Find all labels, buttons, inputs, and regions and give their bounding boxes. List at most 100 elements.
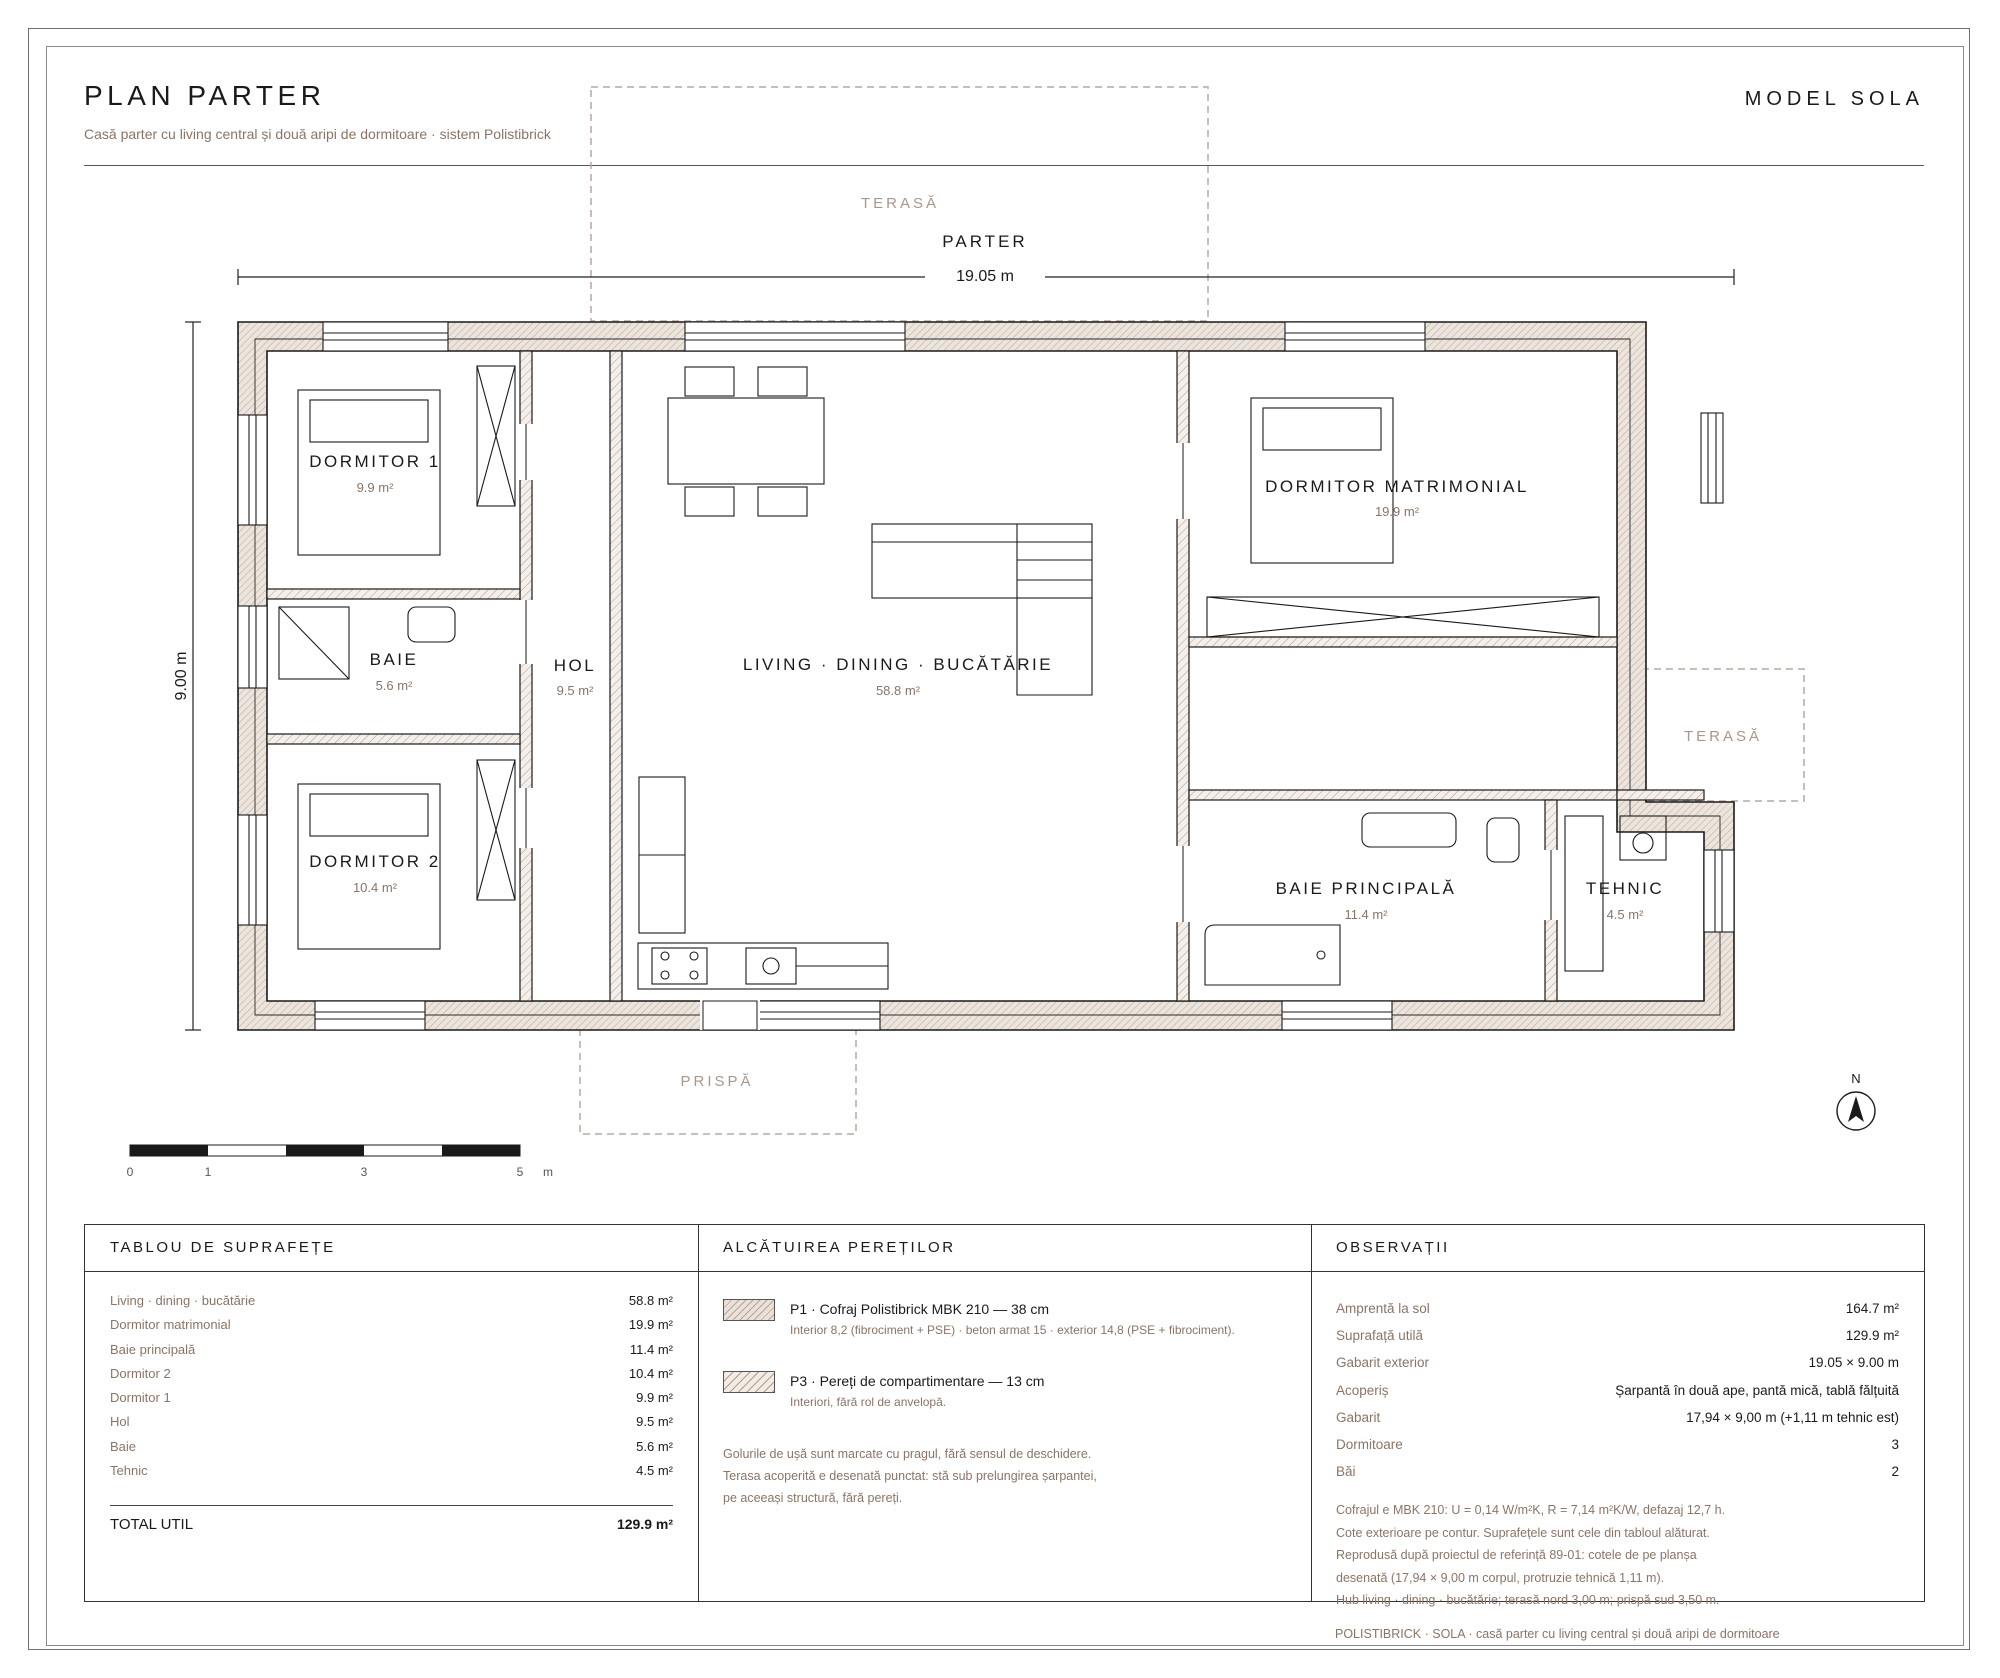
- walls-panel: ALCĂTUIREA PEREȚILOR P1 · Cofraj Polisti…: [698, 1225, 1312, 1601]
- total-value: 129.9 m²: [616, 1516, 673, 1532]
- sideboard: [638, 776, 686, 934]
- area-value: 9.5 m²: [636, 1414, 673, 1430]
- sheet-inner-frame: [46, 46, 1964, 1646]
- room-labels: DORMITOR 1 BAIE DORMITOR 2 HOL LIVING · …: [309, 452, 1664, 898]
- observations-heading: OBSERVAȚII: [1311, 1225, 1924, 1272]
- observation-row: Amprentă la sol 164.7 m²: [1336, 1295, 1899, 1322]
- area-name: Baie: [110, 1438, 137, 1454]
- room-area-dormitor-matrimonial: 19.9 m²: [1375, 504, 1420, 519]
- area-name: Dormitor 1: [110, 1390, 171, 1406]
- sink-baie: [407, 606, 456, 643]
- observation-key: Suprafață utilă: [1336, 1328, 1424, 1344]
- room-label-baie-principala: BAIE PRINCIPALĂ: [1276, 879, 1457, 898]
- area-name: Hol: [110, 1414, 130, 1430]
- width-dim-label: 19.05 m: [956, 268, 1014, 285]
- area-value: 4.5 m²: [636, 1463, 673, 1479]
- exterior-wall-core-line: [254, 338, 1721, 1016]
- area-row: Dormitor matrimonial 19.9 m²: [110, 1313, 673, 1337]
- area-value: 58.8 m²: [628, 1293, 673, 1308]
- wall-swatch-p3: [723, 1371, 775, 1393]
- observation-value: Șarpantă în două ape, pantă mică, tablă …: [1615, 1382, 1899, 1398]
- west-openings: [237, 414, 268, 926]
- room-label-baie: BAIE: [370, 650, 419, 669]
- sheet-outer-frame: [28, 28, 1970, 1650]
- area-value: 11.4 m²: [629, 1341, 673, 1357]
- room-area-living: 58.8 m²: [876, 683, 921, 698]
- north-label: N: [1851, 1071, 1860, 1086]
- room-area-baie-principala: 11.4 m²: [1344, 907, 1388, 922]
- room-area-baie: 5.6 m²: [376, 678, 414, 693]
- bed-dormitor-2: [297, 783, 441, 950]
- total-label: TOTAL UTIL: [110, 1516, 194, 1533]
- fixtures-baie-principala: [1204, 812, 1520, 986]
- scale-label-1: 1: [205, 1165, 212, 1179]
- observation-value: 129.9 m²: [1845, 1328, 1899, 1344]
- observation-row: Suprafață utilă 129.9 m²: [1336, 1322, 1899, 1349]
- wall-swatch-p1: [723, 1299, 775, 1321]
- walls-note-line: pe aceeași structură, fără pereți.: [723, 1491, 903, 1505]
- terrace-east-label: TERASĂ: [1684, 728, 1762, 745]
- wardrobe-dormitor-1: [476, 365, 516, 507]
- area-row: Hol 9.5 m²: [110, 1410, 673, 1434]
- shower-baie: [278, 606, 350, 680]
- observation-key: Dormitoare: [1336, 1437, 1403, 1453]
- level-label: PARTER: [942, 232, 1027, 251]
- footer-caption: POLISTIBRICK · SOLA · casă parter cu liv…: [1335, 1627, 1780, 1641]
- kitchen-counter: [637, 942, 889, 990]
- height-dimension: 9.00 m: [173, 321, 201, 1031]
- north-arrow: N: [1836, 1071, 1876, 1131]
- room-label-dormitor-matrimonial: DORMITOR MATRIMONIAL: [1265, 477, 1529, 496]
- observation-note-line: Cote exterioare pe contur. Suprafețele s…: [1336, 1525, 1710, 1540]
- observation-note-line: Hub living · dining · bucătărie; terasă …: [1336, 1593, 1720, 1607]
- room-label-tehnic: TEHNIC: [1586, 879, 1664, 898]
- equipment-tehnic: [1564, 815, 1667, 972]
- terrace-north-label: TERASĂ: [861, 195, 939, 212]
- areas-heading: TABLOU DE SUPRAFEȚE: [85, 1225, 698, 1272]
- observation-value: 164.7 m²: [1845, 1301, 1899, 1316]
- bed-dormitor-matrimonial: [1250, 397, 1394, 564]
- observations-panel: OBSERVAȚII Amprentă la sol 164.7 m² Supra…: [1311, 1225, 1924, 1607]
- area-value: 19.9 m²: [628, 1317, 673, 1333]
- room-area-hol: 9.5 m²: [557, 683, 595, 698]
- scale-label-3: 3: [361, 1165, 368, 1179]
- page-title: PLAN PARTER: [84, 80, 326, 111]
- info-panels: TABLOU DE SUPRAFEȚE Living · dining · bu…: [84, 1224, 1925, 1607]
- wall-desc: Interior 8,2 (fibrociment + PSE) · beton…: [790, 1323, 1235, 1337]
- scale-label-0: 0: [127, 1165, 134, 1179]
- dining-table: [667, 366, 825, 517]
- area-name: Dormitor matrimonial: [110, 1317, 231, 1333]
- room-area-dormitor-2: 10.4 m²: [353, 880, 398, 895]
- walls-notes: Golurile de ușă sunt marcate cu pragul, …: [723, 1443, 1097, 1509]
- observation-value: 19.05 × 9.00 m: [1808, 1355, 1899, 1371]
- observation-value: 2: [1891, 1464, 1899, 1480]
- observations-notes: Cofrajul e MBK 210: U = 0,14 W/m²K, R = …: [1336, 1499, 1725, 1612]
- walls-heading: ALCĂTUIREA PEREȚILOR: [698, 1225, 1311, 1272]
- width-dimension: 19.05 m: [237, 268, 1735, 285]
- area-row: Living · dining · bucătărie 58.8 m²: [110, 1289, 673, 1313]
- north-circle-icon: [1836, 1091, 1876, 1131]
- walls-note-line: Terasa acoperită e desenată punctat: stă…: [723, 1469, 1097, 1483]
- room-area-dormitor-1: 9.9 m²: [357, 480, 395, 495]
- room-label-living: LIVING · DINING · BUCĂTĂRIE: [743, 655, 1053, 674]
- walls-note-line: Golurile de ușă sunt marcate cu pragul, …: [723, 1447, 1092, 1461]
- observation-key: Amprentă la sol: [1336, 1301, 1430, 1316]
- observation-value: 3: [1891, 1437, 1899, 1453]
- observation-note-line: desenată (17,94 × 9,00 m corpul, protruz…: [1336, 1570, 1665, 1585]
- observations-list: Amprentă la sol 164.7 m² Suprafață utilă 1…: [1336, 1295, 1899, 1485]
- area-value: 5.6 m²: [636, 1438, 673, 1454]
- observation-key: Băi: [1336, 1464, 1356, 1480]
- interior-door-thresholds: [525, 424, 1552, 1031]
- observation-value: 17,94 × 9,00 m (+1,11 m tehnic est): [1686, 1409, 1899, 1425]
- room-areas: 9.9 m² 5.6 m² 10.4 m² 9.5 m² 58.8 m² 19.…: [353, 480, 1644, 922]
- interior-partitions: [266, 350, 1705, 1002]
- scale-label-5: 5: [517, 1165, 524, 1179]
- area-name: Living · dining · bucătărie: [110, 1293, 256, 1308]
- wall-title: P1 · Cofraj Polistibrick MBK 210 — 38 cm: [790, 1301, 1050, 1317]
- areas-list: Living · dining · bucătărie 58.8 m² Dormi…: [110, 1289, 673, 1483]
